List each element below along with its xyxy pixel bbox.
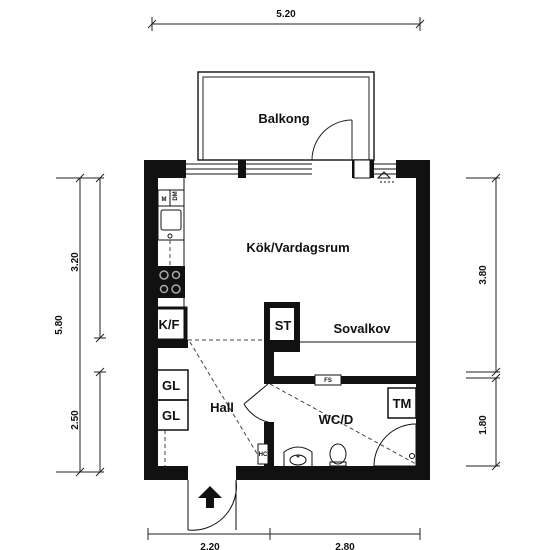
dashed-boundaries [164, 240, 417, 466]
fridge-freezer-label: K/F [159, 317, 180, 332]
dryer [387, 387, 417, 419]
dimension-right-upper: 3.80 [478, 265, 489, 285]
dimension-left-lower: 2.50 [70, 410, 81, 430]
dimension-top-label: 5.20 [276, 9, 296, 20]
balcony [197, 71, 375, 161]
shower [373, 423, 417, 467]
hc-panel [257, 443, 269, 465]
dimension-left-total: 5.80 [54, 315, 65, 335]
fs-label: FS [324, 378, 332, 384]
sink [283, 446, 313, 466]
entrance-door [187, 479, 237, 531]
room-label-wc-d: WC/D [319, 412, 354, 427]
toilet [329, 443, 347, 467]
fs-panel [314, 374, 342, 386]
dimension-bottom [147, 528, 421, 540]
entrance-arrow-icon [198, 486, 222, 508]
dimension-bottom-left: 2.20 [200, 542, 220, 550]
room-label-balkong: Balkong [258, 111, 309, 126]
stove [155, 266, 185, 298]
hc-label: HC [259, 452, 268, 458]
dimension-right [466, 173, 501, 471]
bathroom-door [243, 383, 269, 423]
kitchen-counter [157, 178, 185, 340]
dimension-bottom-right: 2.80 [335, 542, 355, 550]
kitchen-hall-wall [152, 340, 188, 348]
room-label-kok-vardagsrum: Kök/Vardagsrum [246, 240, 349, 255]
windows [186, 159, 396, 183]
wardrobes [153, 369, 189, 431]
dimension-left-upper: 3.20 [70, 252, 81, 272]
wardrobe-label-1: GL [162, 378, 180, 393]
storage-inner [270, 308, 294, 340]
room-label-hall: Hall [210, 400, 234, 415]
dimension-right-lower: 1.80 [478, 415, 489, 435]
wardrobe-label-2: GL [162, 408, 180, 423]
storage-label: ST [275, 318, 292, 333]
room-label-sovalkov: Sovalkov [333, 321, 391, 336]
dryer-label: TM [393, 396, 412, 411]
dishwasher-label: DM [173, 191, 179, 200]
dimension-left [56, 173, 106, 477]
dimension-top [147, 17, 425, 31]
balcony-door [311, 119, 353, 161]
microwave-label: M [162, 197, 167, 203]
